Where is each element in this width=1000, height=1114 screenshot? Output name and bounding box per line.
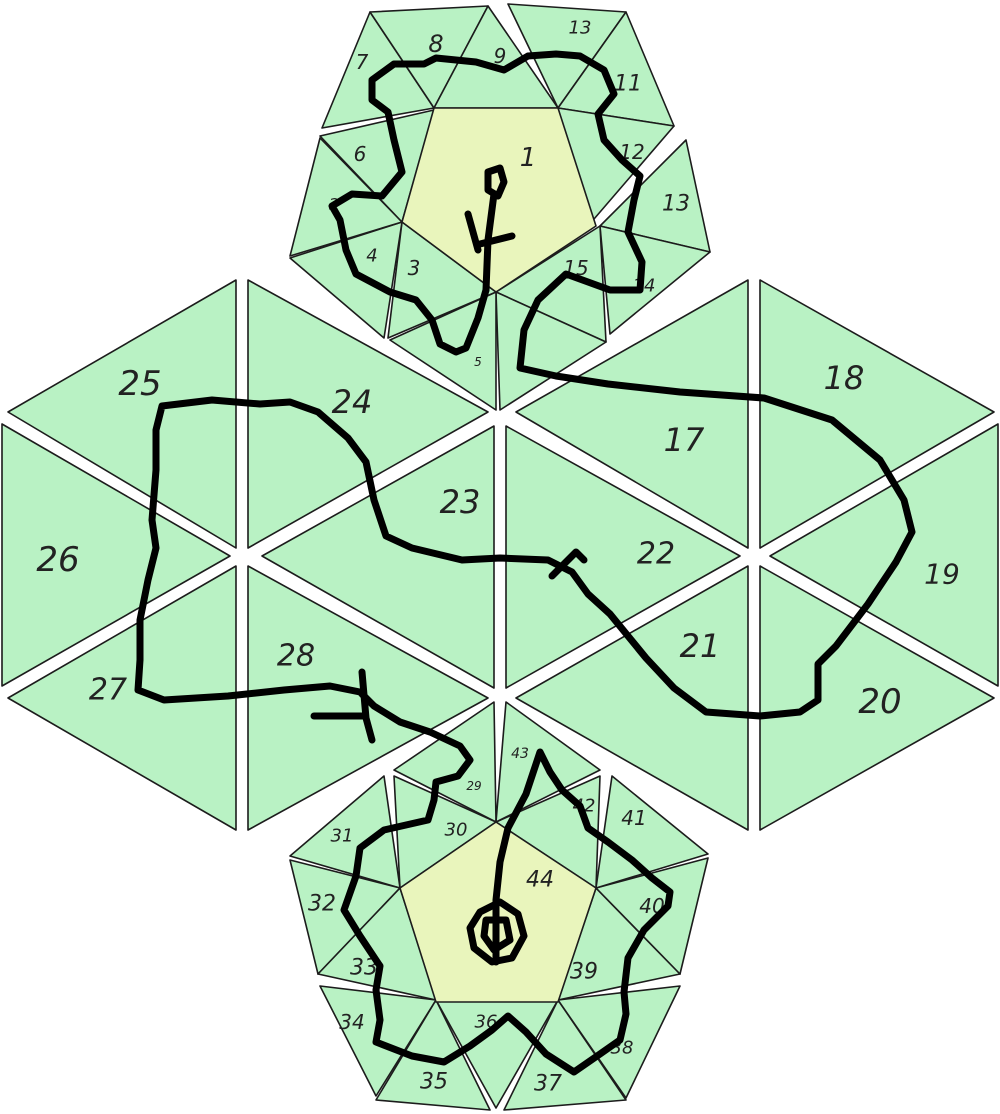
labels: 1 7 8 9 13 11 12 13 14 15 2 3 4 5 6 25 2…	[36, 18, 959, 1097]
cell-20[interactable]	[759, 565, 995, 831]
cell-19[interactable]	[769, 423, 999, 687]
label-23: 23	[440, 483, 481, 521]
label-7: 7	[356, 50, 369, 74]
label-26: 26	[36, 540, 79, 580]
label-29: 29	[466, 779, 481, 793]
cell-21[interactable]	[515, 565, 749, 831]
label-30: 30	[445, 820, 468, 841]
cell-17[interactable]	[515, 279, 749, 549]
label-13: 13	[662, 192, 690, 217]
cell-25[interactable]	[7, 279, 237, 549]
label-41: 41	[621, 806, 646, 830]
cell-41[interactable]	[595, 775, 709, 889]
label-10: 13	[569, 18, 592, 39]
label-37: 37	[534, 1072, 562, 1097]
label-34: 34	[339, 1010, 364, 1034]
arrowhead-22	[548, 548, 588, 580]
label-19: 19	[924, 558, 960, 591]
start-stem	[464, 190, 516, 294]
label-3: 3	[408, 256, 421, 280]
label-35: 35	[420, 1070, 448, 1095]
label-44: 44	[526, 868, 554, 893]
label-6: 6	[354, 142, 367, 166]
label-43: 43	[511, 746, 529, 762]
cell-40[interactable]	[595, 857, 709, 975]
end-marker	[466, 898, 528, 966]
label-21: 21	[680, 627, 721, 665]
label-18: 18	[824, 359, 865, 397]
cell-5[interactable]	[389, 291, 497, 411]
label-39: 39	[570, 960, 598, 985]
label-17: 17	[664, 421, 705, 459]
label-27: 27	[89, 673, 127, 708]
path-line	[134, 50, 916, 1076]
label-24: 24	[332, 383, 373, 421]
cell-26[interactable]	[1, 423, 231, 687]
label-20: 20	[858, 682, 901, 722]
start-marker	[484, 164, 508, 200]
solution-path	[134, 50, 916, 1076]
top-cluster	[289, 3, 711, 411]
label-25: 25	[118, 364, 161, 404]
cell-18[interactable]	[759, 279, 995, 549]
label-31: 31	[331, 826, 354, 847]
label-9: 9	[494, 44, 507, 68]
label-5: 5	[474, 355, 482, 369]
label-28: 28	[277, 639, 315, 674]
label-11: 11	[614, 72, 642, 97]
arrow-28	[310, 668, 376, 744]
cell-31[interactable]	[289, 775, 401, 889]
label-1: 1	[520, 143, 537, 173]
right-hexagon	[505, 279, 999, 831]
label-8: 8	[428, 30, 443, 58]
label-32: 32	[308, 892, 336, 917]
label-4: 4	[366, 246, 377, 267]
cell-1[interactable]	[401, 107, 597, 293]
cell-14[interactable]	[599, 225, 711, 335]
label-22: 22	[637, 537, 675, 572]
